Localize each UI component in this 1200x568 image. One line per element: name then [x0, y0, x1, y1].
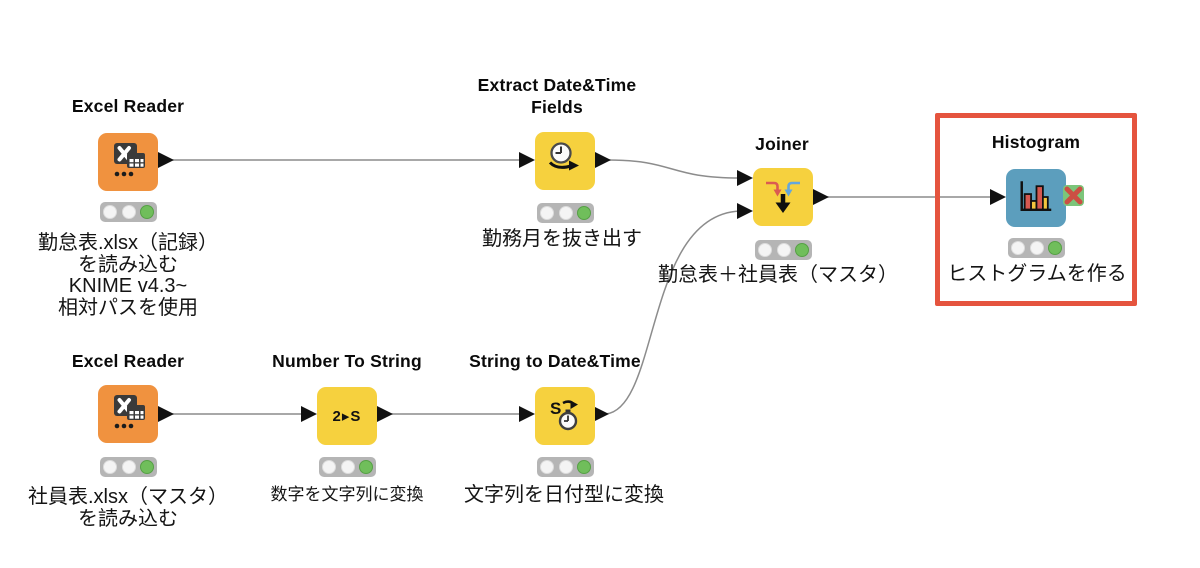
light-green: [577, 206, 591, 220]
joiner-arrows-icon: [766, 181, 800, 213]
light-off: [1029, 241, 1044, 255]
histogram-bars-icon: [1020, 181, 1052, 212]
light-off: [540, 460, 554, 474]
light-off: [121, 460, 136, 474]
light-green: [140, 205, 154, 219]
annotation-string-to-datetime: 文字列を日付型に変換: [464, 484, 664, 506]
traffic-light: [1008, 238, 1065, 258]
output-port[interactable]: [813, 189, 829, 205]
output-port[interactable]: [595, 152, 611, 168]
number-to-string-icon: 2▸S: [332, 408, 362, 425]
node-string-to-datetime[interactable]: S: [535, 387, 595, 445]
light-off: [558, 460, 573, 474]
node-title-joiner: Joiner: [755, 134, 809, 154]
traffic-light: [537, 203, 594, 223]
light-green: [359, 460, 373, 474]
annotation-histogram: ヒストグラムを作る: [947, 263, 1127, 285]
light-off: [322, 460, 336, 474]
input-port[interactable]: [301, 406, 317, 422]
node-title-extract-datetime: Extract Date&Time Fields: [477, 75, 637, 117]
light-off: [103, 205, 117, 219]
node-excel-reader-bottom[interactable]: [98, 385, 158, 443]
output-port[interactable]: [593, 406, 609, 422]
annotation-excel-reader-bottom: 社員表.xlsx（マスタ） を読み込む: [28, 486, 228, 530]
input-port[interactable]: [519, 152, 535, 168]
node-title-string-to-datetime: String to Date&Time: [469, 351, 641, 371]
light-off: [103, 460, 117, 474]
node-excel-reader-top[interactable]: [98, 133, 158, 191]
annotation-joiner: 勤怠表＋社員表（マスタ）: [658, 264, 898, 286]
output-port[interactable]: [377, 406, 393, 422]
excel-icon: [114, 395, 145, 429]
node-title-excel-reader-top: Excel Reader: [71, 96, 185, 116]
input-port[interactable]: [737, 203, 753, 219]
node-title-number-to-string: Number To String: [272, 351, 422, 371]
excel-icon: [114, 143, 145, 177]
annotation-number-to-string: 数字を文字列に変換: [270, 485, 424, 504]
input-port[interactable]: [990, 189, 1006, 205]
light-off: [758, 243, 772, 257]
light-off: [121, 205, 136, 219]
traffic-light: [100, 457, 157, 477]
annotation-excel-reader-top: 勤怠表.xlsx（記録） を読み込む KNIME v4.3~ 相対パスを使用: [38, 232, 218, 319]
light-off: [1011, 241, 1025, 255]
connection-extract-joiner[interactable]: [607, 159, 741, 179]
node-joiner[interactable]: [753, 168, 813, 226]
traffic-light: [319, 457, 376, 477]
traffic-light: [100, 202, 157, 222]
input-port[interactable]: [737, 170, 753, 186]
string-to-date-icon: S: [550, 399, 578, 431]
connection-stringtodate-joiner[interactable]: [605, 210, 741, 415]
light-off: [340, 460, 355, 474]
output-port[interactable]: [158, 406, 174, 422]
light-off: [776, 243, 791, 257]
light-green: [795, 243, 809, 257]
error-x-icon: [1063, 185, 1084, 206]
clock-extract-icon: [548, 142, 579, 171]
node-title-histogram: Histogram: [991, 132, 1081, 152]
input-port[interactable]: [519, 406, 535, 422]
highlight-box: [935, 113, 1137, 306]
node-extract-datetime[interactable]: [535, 132, 595, 190]
light-off: [540, 206, 554, 220]
traffic-light: [755, 240, 812, 260]
light-green: [577, 460, 591, 474]
node-number-to-string[interactable]: 2▸S: [317, 387, 377, 445]
output-port[interactable]: [158, 152, 174, 168]
node-title-excel-reader-bottom: Excel Reader: [71, 351, 185, 371]
light-off: [558, 206, 573, 220]
annotation-extract-datetime: 勤務月を抜き出す: [482, 228, 642, 250]
svg-text:S: S: [550, 399, 561, 418]
node-histogram[interactable]: [1006, 169, 1066, 227]
light-green: [1048, 241, 1062, 255]
light-green: [140, 460, 154, 474]
traffic-light: [537, 457, 594, 477]
